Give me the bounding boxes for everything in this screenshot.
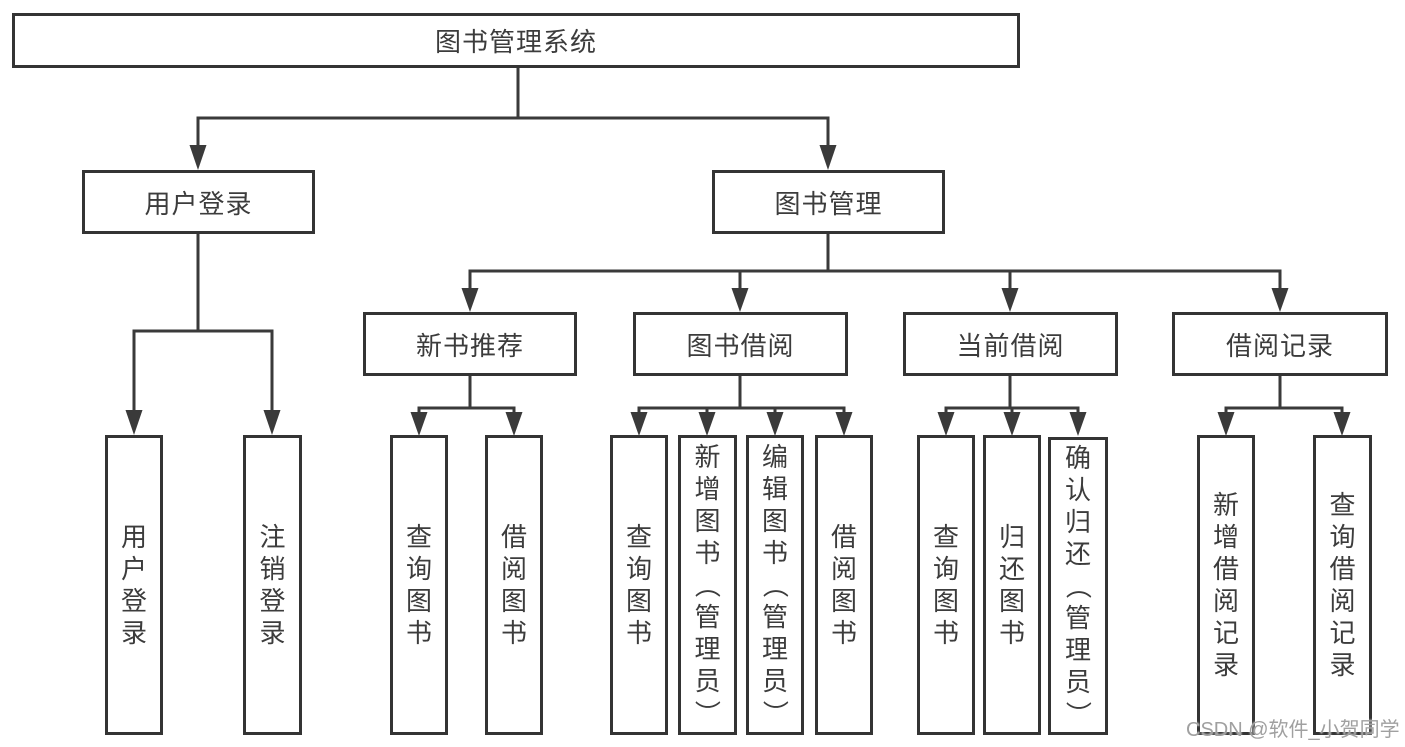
connector-login-branch [125,234,281,435]
node-newbook-rec-label: 新书推荐 [415,330,524,361]
leaf-newbook-borrow: 借阅图书 [485,435,543,735]
leaf-records-query: 查询借阅记录 [1313,435,1372,735]
node-borrow-records-label: 借阅记录 [1225,330,1334,361]
leaf-newbook-borrow-label: 借阅图书 [500,522,527,648]
connector-newbook-branch [410,376,523,436]
leaf-current-query-label: 查询图书 [932,522,959,648]
leaf-current-confirm-admin: 确认归还（管理员） [1048,437,1108,735]
node-book-mgmt-label: 图书管理 [774,188,883,219]
leaf-user-login: 用户登录 [105,435,163,735]
leaf-records-add: 新增借阅记录 [1197,435,1255,735]
leaf-borrow-query-label: 查询图书 [625,522,652,648]
leaf-borrow-add-admin: 新增图书（管理员） [678,435,737,735]
connector-current-branch [937,376,1087,436]
watermark: CSDN @软件_小贺同学 [1186,719,1400,741]
leaf-borrow-borrow: 借阅图书 [815,435,873,735]
leaf-logout: 注销登录 [243,435,302,735]
node-user-login-label: 用户登录 [144,188,253,219]
leaf-records-query-label: 查询借阅记录 [1329,490,1356,680]
node-book-mgmt: 图书管理 [712,170,945,234]
leaf-user-login-label: 用户登录 [120,522,147,648]
node-current-borrow-label: 当前借阅 [956,330,1065,361]
node-root-label: 图书管理系统 [434,27,597,57]
leaf-borrow-query: 查询图书 [610,435,668,735]
node-user-login: 用户登录 [82,170,315,234]
node-root: 图书管理系统 [12,13,1020,68]
node-newbook-rec: 新书推荐 [363,312,577,376]
node-current-borrow: 当前借阅 [903,312,1118,376]
leaf-logout-label: 注销登录 [259,522,286,648]
leaf-current-confirm-admin-label: 确认归还（管理员） [1062,443,1093,728]
leaf-borrow-borrow-label: 借阅图书 [830,522,857,648]
connector-root-to-level2 [189,68,837,170]
leaf-current-return: 归还图书 [983,435,1041,735]
node-book-borrow: 图书借阅 [633,312,848,376]
leaf-newbook-query-label: 查询图书 [405,522,432,648]
node-book-borrow-label: 图书借阅 [686,330,795,361]
leaf-current-return-label: 归还图书 [998,522,1025,648]
leaf-borrow-edit-admin: 编辑图书（管理员） [746,435,804,735]
leaf-current-query: 查询图书 [917,435,975,735]
leaf-newbook-query: 查询图书 [390,435,448,735]
leaf-records-add-label: 新增借阅记录 [1212,490,1239,680]
connector-records-branch [1217,376,1351,436]
leaf-borrow-edit-admin-label: 编辑图书（管理员） [759,442,790,727]
connector-mgmt-to-level3 [461,234,1289,312]
connector-borrow-branch [630,376,853,436]
leaf-borrow-add-admin-label: 新增图书（管理员） [692,442,723,727]
node-borrow-records: 借阅记录 [1172,312,1388,376]
